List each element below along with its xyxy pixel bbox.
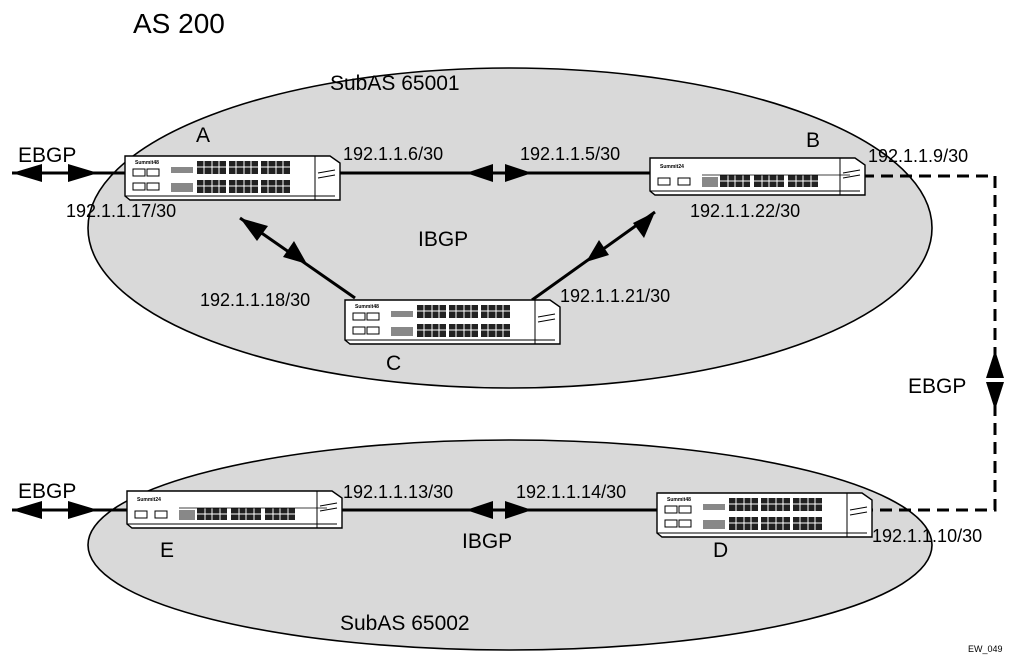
- switch-d-model: Summit48: [667, 497, 691, 503]
- switch-b[interactable]: Summit24: [649, 157, 866, 196]
- ip-d-left: 192.1.1.14/30: [516, 482, 626, 502]
- ebgp-label-bd: EBGP: [908, 375, 966, 398]
- subas-65001-region: [87, 67, 933, 389]
- node-d-label: D: [713, 539, 728, 562]
- ibgp-label-bottom: IBGP: [462, 530, 512, 553]
- node-c-label: C: [386, 352, 401, 375]
- switch-e-model: Summit24: [137, 497, 161, 503]
- node-a-label: A: [196, 124, 210, 147]
- ip-b-left: 192.1.1.5/30: [520, 144, 620, 164]
- ip-c-right: 192.1.1.21/30: [560, 286, 670, 306]
- ebgp-label-e: EBGP: [18, 480, 76, 503]
- ibgp-label-top: IBGP: [418, 228, 468, 251]
- switch-c[interactable]: Summit48: [344, 299, 561, 345]
- switch-c-model: Summit48: [355, 304, 379, 310]
- ip-a-right: 192.1.1.6/30: [343, 144, 443, 164]
- ip-b-bottom: 192.1.1.22/30: [690, 201, 800, 221]
- subas-65001-label: SubAS 65001: [330, 72, 460, 95]
- ip-d-right: 192.1.1.10/30: [872, 526, 982, 546]
- link-b-d-ebgp: [862, 174, 997, 512]
- switch-a-model: Summit48: [135, 160, 159, 166]
- ebgp-label-a: EBGP: [18, 144, 76, 167]
- as-label: AS 200: [133, 8, 225, 39]
- node-e-label: E: [160, 539, 174, 562]
- ip-a-left: 192.1.1.17/30: [66, 201, 176, 221]
- subas-65002-label: SubAS 65002: [340, 612, 470, 635]
- switch-e[interactable]: Summit24: [126, 490, 343, 529]
- ip-e-right: 192.1.1.13/30: [343, 482, 453, 502]
- ip-c-left: 192.1.1.18/30: [200, 290, 310, 310]
- switch-b-model: Summit24: [660, 164, 684, 170]
- switch-a[interactable]: Summit48: [124, 155, 341, 201]
- links: [12, 164, 1004, 519]
- ip-b-right: 192.1.1.9/30: [868, 146, 968, 166]
- node-b-label: B: [806, 129, 820, 152]
- figure-id: EW_049: [968, 644, 1003, 654]
- switch-d[interactable]: Summit48: [656, 492, 873, 538]
